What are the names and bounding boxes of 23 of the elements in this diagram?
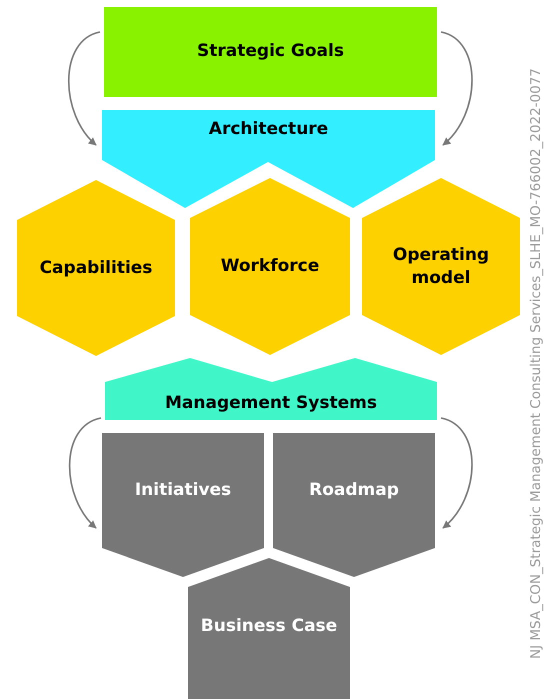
band-shape (105, 358, 437, 420)
curved-arrow (440, 31, 473, 146)
hexagon-shape (362, 178, 520, 355)
curved-arrow (440, 417, 473, 529)
pentagon-shape (188, 558, 350, 699)
node-label: Roadmap (309, 479, 399, 502)
node-label: Initiatives (134, 479, 232, 502)
node-label: Strategic Goals (197, 40, 344, 63)
hexagon-shape (17, 180, 175, 356)
document-reference: NJ MSA_CON_Strategic Management Consulting Services_SLHE_MO-766002_2022-0077 (528, 68, 544, 662)
node-label: Business Case (200, 615, 338, 638)
curved-arrow (68, 31, 100, 146)
node-label: Workforce (220, 255, 320, 278)
node-label: Operating model (392, 244, 490, 290)
pentagon-shape (273, 433, 435, 577)
node-label: Management Systems (165, 392, 377, 415)
pentagon-band (102, 110, 435, 208)
node-label: Capabilities (40, 257, 152, 280)
node-label: Architecture (208, 118, 328, 141)
curved-arrow (68, 417, 102, 529)
pentagon-shape (102, 433, 264, 577)
goal-box (104, 7, 437, 97)
hexagon-shape (190, 178, 350, 355)
